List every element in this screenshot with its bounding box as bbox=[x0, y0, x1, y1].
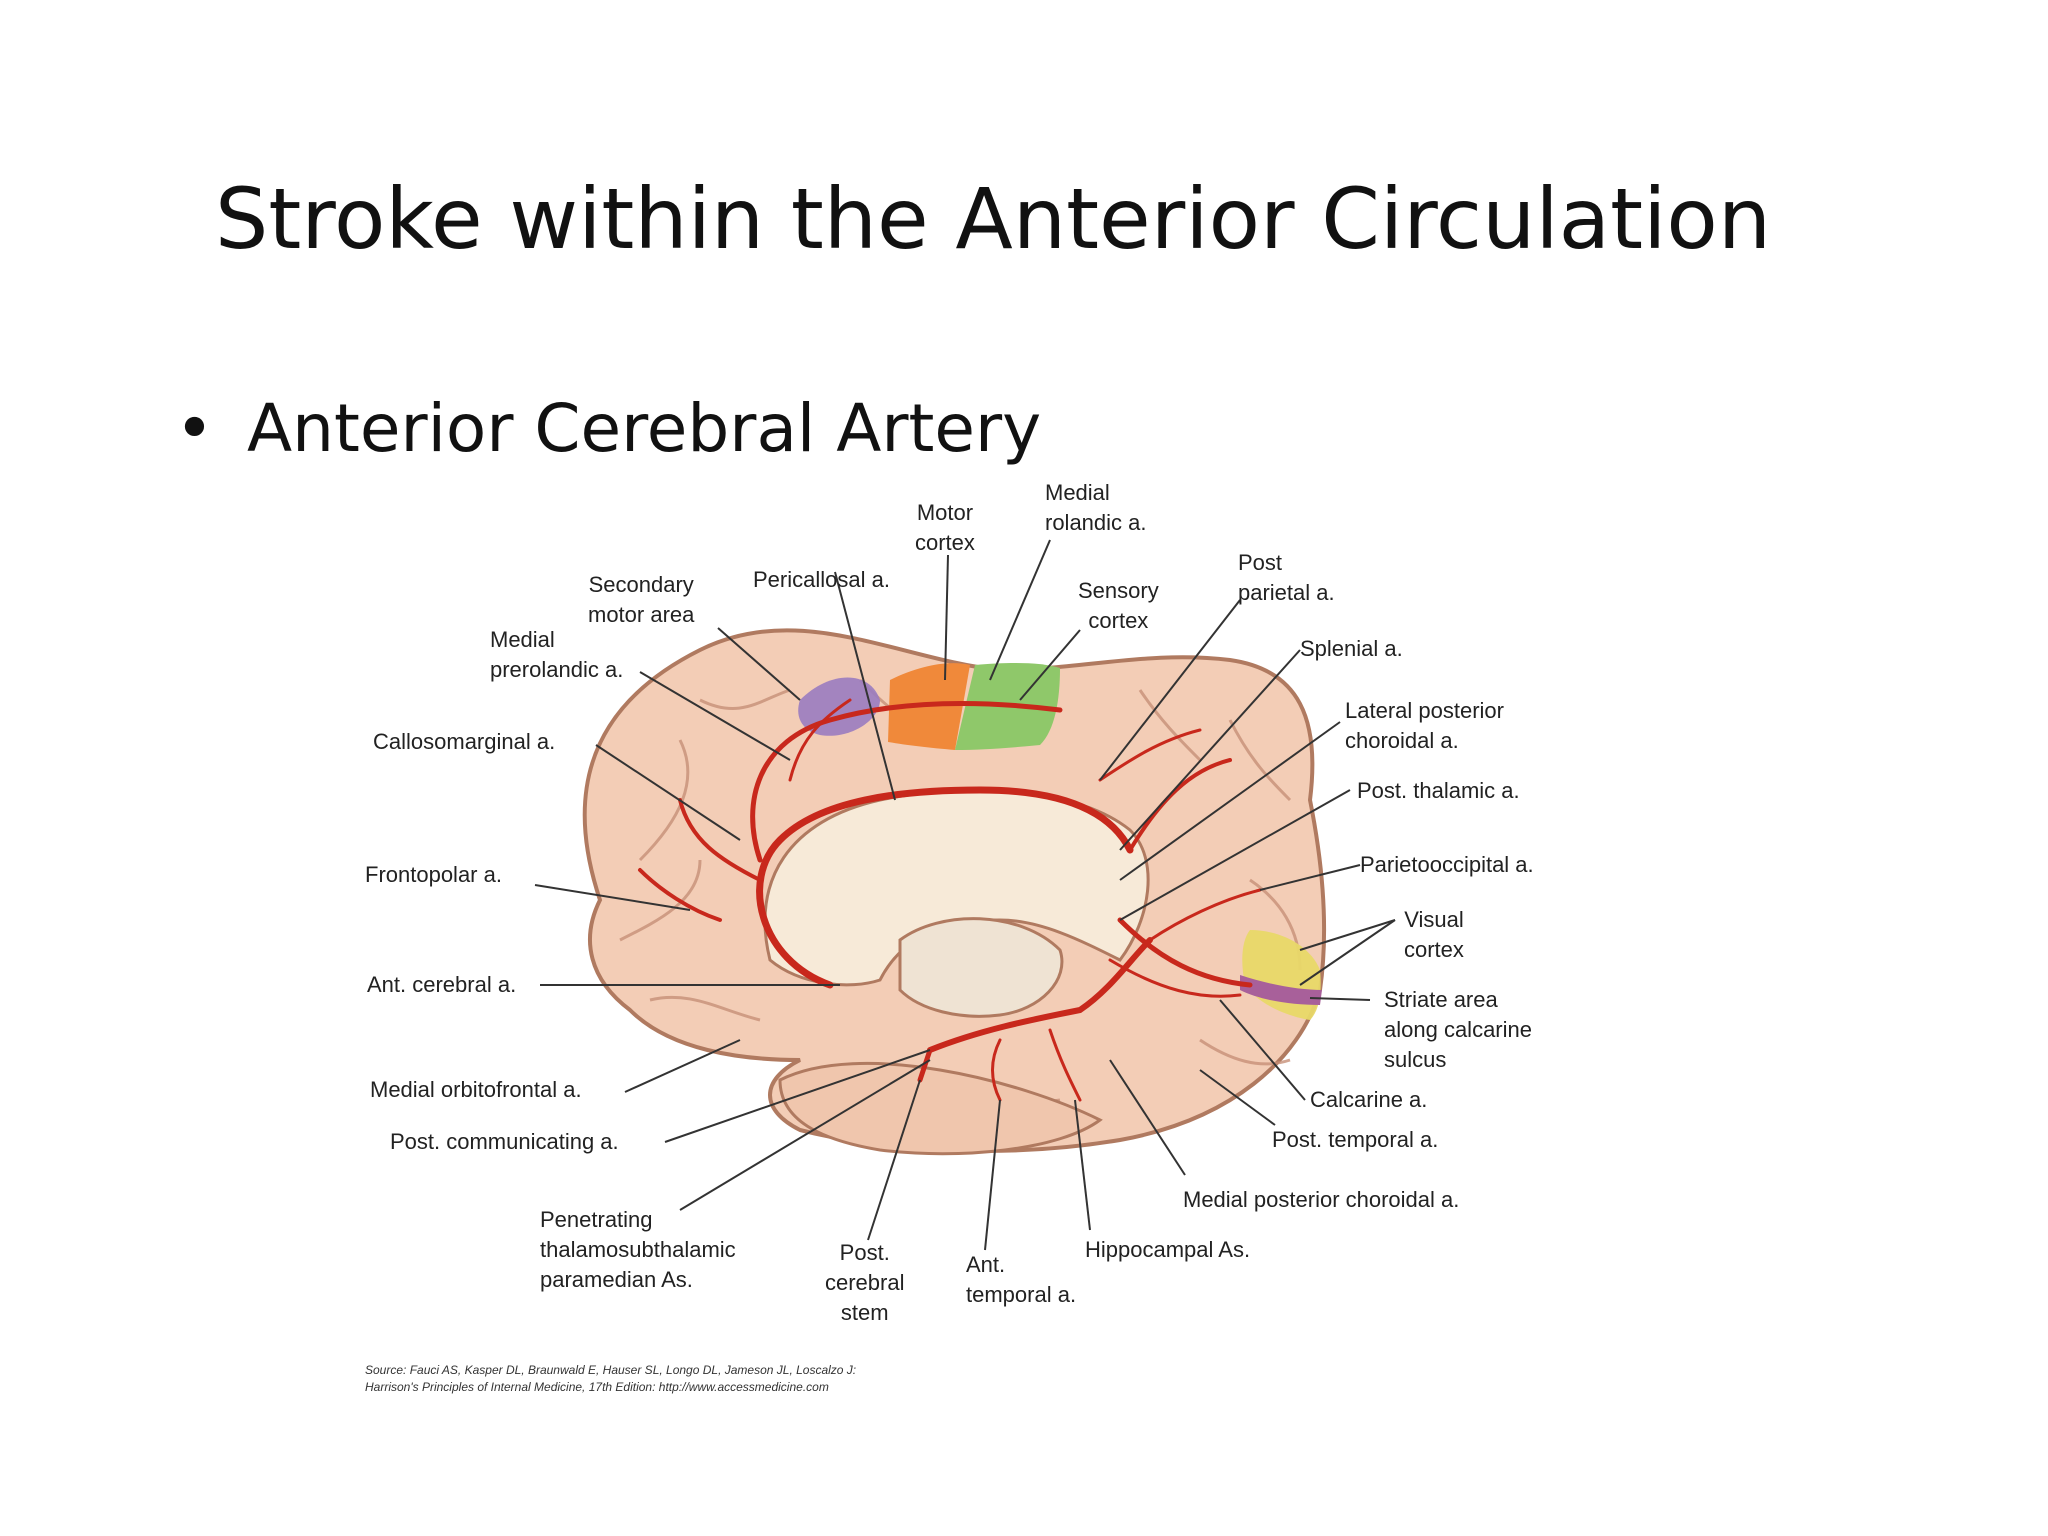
artery-network bbox=[638, 698, 1262, 1102]
label-parietooccipital: Parietooccipital a. bbox=[1360, 852, 1534, 877]
label-calcarine: Calcarine a. bbox=[1310, 1087, 1428, 1112]
corpus-callosum bbox=[763, 788, 1150, 987]
label-post-temporal: Post. temporal a. bbox=[1272, 1127, 1439, 1152]
label-post-thalamic: Post. thalamic a. bbox=[1357, 778, 1520, 803]
label-ant-temporal: Ant.temporal a. bbox=[966, 1252, 1077, 1307]
label-pericallosal: Pericallosal a. bbox=[753, 567, 890, 592]
source-line-2: Harrison's Principles of Internal Medici… bbox=[365, 1380, 829, 1394]
label-frontopolar: Frontopolar a. bbox=[365, 862, 502, 887]
label-medial-posterior-choroidal: Medial posterior choroidal a. bbox=[1183, 1187, 1460, 1212]
bullet-item: • Anterior Cerebral Artery bbox=[175, 390, 1041, 467]
thalamus bbox=[898, 917, 1064, 1018]
slide-title: Stroke within the Anterior Circulation bbox=[215, 170, 1772, 268]
label-splenial: Splenial a. bbox=[1300, 636, 1403, 661]
striate-area-region bbox=[1240, 975, 1322, 1005]
bullet-dot: • bbox=[175, 390, 214, 467]
label-callosomarginal: Callosomarginal a. bbox=[373, 729, 556, 754]
label-medial-orbitofrontal: Medial orbitofrontal a. bbox=[370, 1077, 582, 1102]
source-line-1: Source: Fauci AS, Kasper DL, Braunwald E… bbox=[365, 1363, 857, 1377]
label-hippocampal: Hippocampal As. bbox=[1085, 1237, 1251, 1262]
label-ant-cerebral: Ant. cerebral a. bbox=[367, 972, 517, 997]
bullet-text: Anterior Cerebral Artery bbox=[247, 390, 1042, 467]
temporal-lobe bbox=[778, 1061, 1103, 1156]
source-citation: Source: Fauci AS, Kasper DL, Braunwald E… bbox=[365, 1362, 856, 1396]
leader-lines bbox=[534, 539, 1396, 1251]
label-post-communicating: Post. communicating a. bbox=[390, 1129, 619, 1154]
